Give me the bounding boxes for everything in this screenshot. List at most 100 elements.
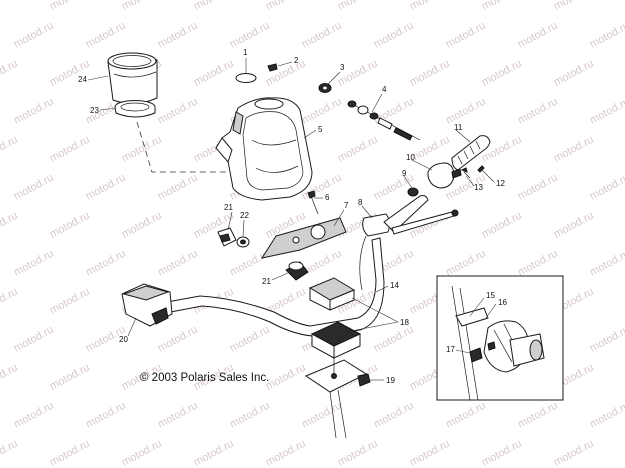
part-23-ring[interactable] [114, 100, 156, 118]
callout-21b: 21 [262, 277, 271, 286]
part-12-screw[interactable] [477, 165, 485, 173]
part-10-throttle-housing[interactable] [427, 162, 462, 189]
watermark-text: motod.ru [48, 134, 92, 165]
part-19-nut[interactable] [357, 373, 371, 387]
watermark-text: motod.ru [444, 20, 488, 51]
upper-clamp[interactable] [308, 277, 356, 311]
watermark-text: motod.ru [372, 400, 416, 431]
watermark-text: motod.ru [84, 248, 128, 279]
watermark-text: motod.ru [84, 172, 128, 203]
watermark-text: motod.ru [444, 248, 488, 279]
watermark-text: motod.ru [0, 0, 20, 13]
callout-13: 13 [474, 183, 483, 192]
watermark-text: motod.ru [588, 20, 625, 51]
watermark-text: motod.ru [0, 362, 20, 393]
callout-15: 15 [486, 291, 495, 300]
watermark-text: motod.ru [192, 0, 236, 13]
part-3-nut[interactable] [318, 83, 332, 93]
watermark-text: motod.ru [156, 400, 200, 431]
watermark-text: motod.ru [228, 20, 272, 51]
watermark-text: motod.ru [588, 324, 625, 355]
watermark-text: motod.ru [264, 0, 308, 13]
watermark-text: motod.ru [228, 400, 272, 431]
watermark-text: motod.ru [516, 96, 560, 127]
watermark-text: motod.ru [12, 96, 56, 127]
part-18-lower-clamp[interactable] [310, 321, 362, 359]
watermark-text: motod.ru [120, 0, 164, 13]
part-9-clamp[interactable] [407, 187, 419, 197]
watermark-text: motod.ru [336, 438, 380, 468]
watermark-text: motod.ru [552, 58, 596, 89]
callout-16: 16 [498, 298, 507, 307]
callout-24: 24 [78, 75, 87, 84]
watermark-text: motod.ru [0, 286, 20, 317]
watermark-text: motod.ru [444, 96, 488, 127]
watermark-text: motod.ru [480, 438, 524, 468]
watermark-text: motod.ru [48, 58, 92, 89]
watermark-text: motod.ru [516, 400, 560, 431]
callout-6: 6 [325, 193, 330, 202]
watermark-text: motod.ru [408, 438, 452, 468]
watermark-text: motod.ru [372, 20, 416, 51]
watermark-text: motod.ru [48, 362, 92, 393]
callout-17: 17 [446, 345, 455, 354]
part-20-switch-housing[interactable] [121, 283, 173, 327]
part-1-gasket[interactable] [235, 73, 257, 83]
watermark-text: motod.ru [120, 210, 164, 241]
part-4-cable-assembly[interactable] [347, 100, 421, 141]
part-21-switch-upper[interactable] [217, 227, 237, 247]
watermark-text: motod.ru [516, 248, 560, 279]
callout-20: 20 [119, 335, 128, 344]
watermark-text: motod.ru [588, 96, 625, 127]
watermark-text: motod.ru [372, 172, 416, 203]
watermark-text: motod.ru [588, 248, 625, 279]
part-21-switch-lower[interactable] [285, 261, 309, 281]
watermark-text: motod.ru [0, 134, 20, 165]
watermark-text: motod.ru [552, 438, 596, 468]
part-24-sleeve[interactable] [107, 52, 158, 104]
riser-plate[interactable] [304, 358, 368, 439]
watermark-text: motod.ru [480, 58, 524, 89]
part-8-master-cylinder[interactable] [359, 195, 459, 291]
callout-11: 11 [454, 123, 463, 132]
part-5-housing[interactable] [215, 97, 313, 201]
part-14-handlebar[interactable] [155, 237, 385, 337]
watermark-text: motod.ru [156, 96, 200, 127]
part-6-bolt[interactable] [307, 190, 319, 215]
center-line [136, 121, 228, 173]
callout-18: 18 [400, 318, 409, 327]
watermark-text: motod.ru [552, 0, 596, 13]
callout-1: 1 [243, 48, 248, 57]
callout-10: 10 [406, 153, 415, 162]
watermark-text: motod.ru [588, 400, 625, 431]
callout-4: 4 [382, 85, 387, 94]
part-2-screw[interactable] [267, 63, 278, 72]
watermark-text: motod.ru [48, 438, 92, 468]
watermark-text: motod.ru [156, 172, 200, 203]
watermark-text: motod.ru [516, 20, 560, 51]
part-13-screw[interactable] [460, 167, 471, 179]
watermark-text: motod.ru [156, 20, 200, 51]
watermark-text: motod.ru [372, 324, 416, 355]
watermark-text: motod.ru [300, 20, 344, 51]
callout-9: 9 [402, 169, 407, 178]
callout-8: 8 [358, 198, 363, 207]
watermark-text: motod.ru [192, 438, 236, 468]
watermark-text: motod.ru [156, 324, 200, 355]
watermark-text: motod.ru [552, 134, 596, 165]
watermark-text: motod.ru [228, 324, 272, 355]
part-11-grip[interactable] [451, 135, 491, 171]
watermark-text: motod.ru [516, 172, 560, 203]
watermark-text: motod.ru [192, 58, 236, 89]
callout-21a: 21 [224, 203, 233, 212]
part-22-switch-cap[interactable] [236, 236, 250, 248]
callout-14: 14 [390, 281, 399, 290]
watermark-text: motod.ru [300, 248, 344, 279]
watermark-text: motod.ru [0, 210, 20, 241]
watermark-text: motod.ru [300, 96, 344, 127]
watermark-text: motod.ru [264, 362, 308, 393]
callout-numbers: 1 2 3 4 5 6 7 8 9 10 11 12 13 14 15 16 1… [78, 48, 507, 385]
part-7-mount-plate[interactable] [260, 217, 347, 259]
watermark-text: motod.ru [12, 20, 56, 51]
